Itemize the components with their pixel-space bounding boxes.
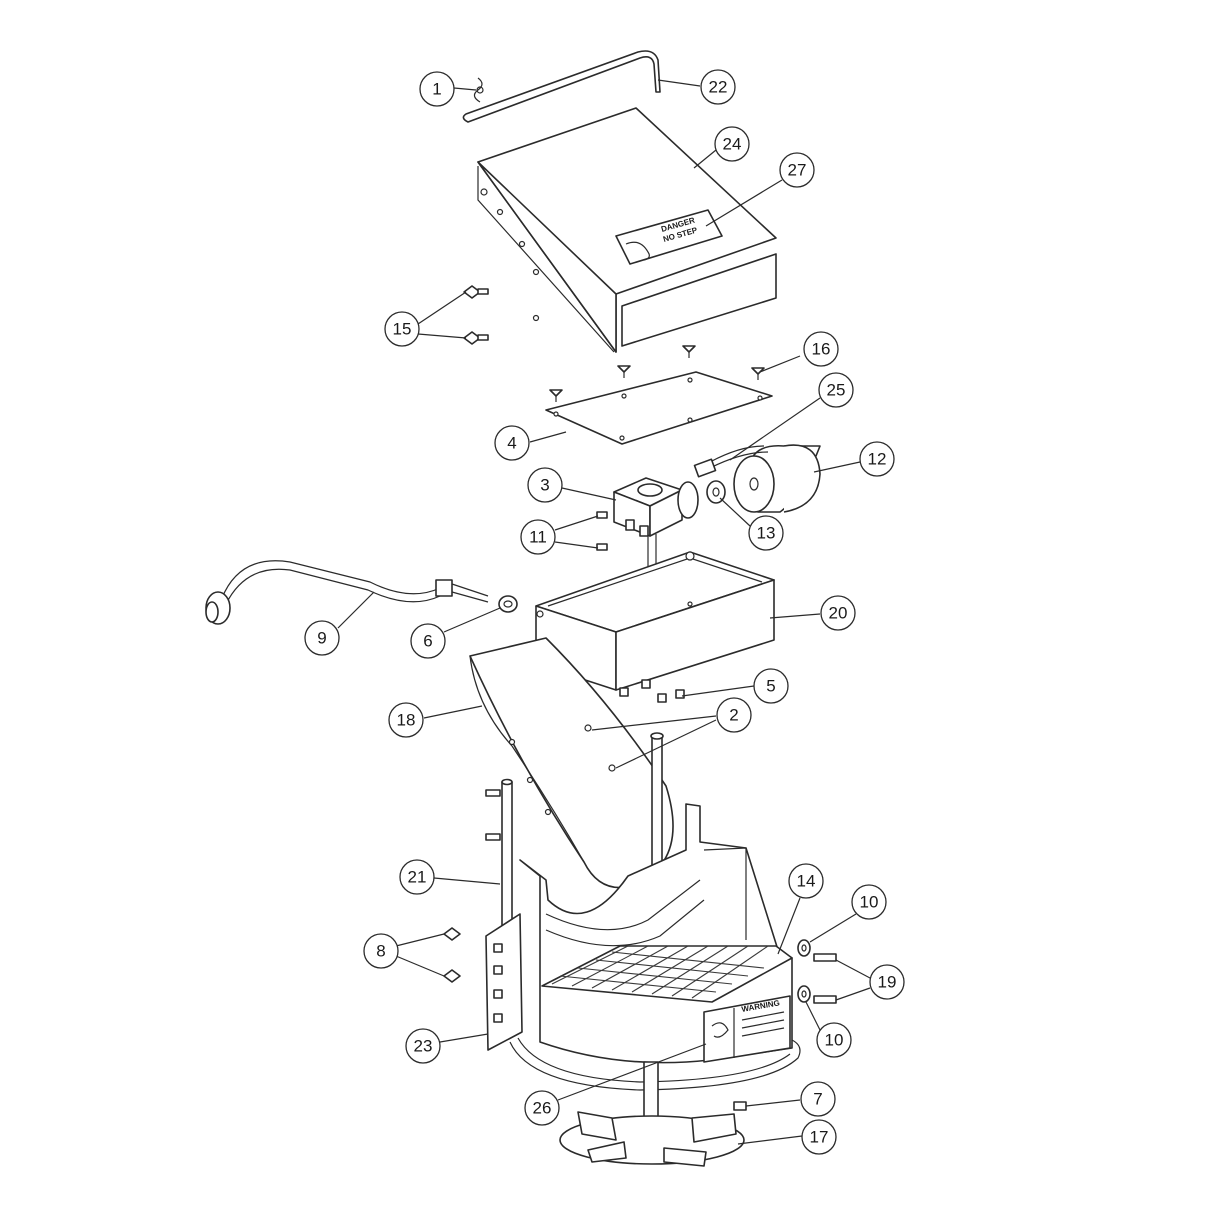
spinner-disc-part bbox=[559, 1111, 745, 1167]
callout-6: 6 bbox=[410, 623, 446, 659]
callout-15-label: 15 bbox=[393, 320, 412, 339]
callout-16: 16 bbox=[803, 331, 839, 367]
callout-22: 22 bbox=[700, 69, 736, 105]
bracket-nuts-part bbox=[443, 927, 461, 983]
callout-13: 13 bbox=[748, 515, 784, 551]
callout-27: 27 bbox=[779, 152, 815, 188]
cable-nut-part bbox=[498, 595, 518, 613]
hood-part bbox=[477, 107, 777, 353]
floor-grate bbox=[551, 945, 769, 999]
coupler-part bbox=[706, 480, 726, 504]
callout-12: 12 bbox=[859, 441, 895, 477]
callout-25: 25 bbox=[818, 372, 854, 408]
callout-14: 14 bbox=[788, 863, 824, 899]
prop-rod-part bbox=[462, 50, 661, 123]
motor-part bbox=[733, 444, 821, 513]
callout-9: 9 bbox=[304, 620, 340, 656]
callout-25-label: 25 bbox=[827, 381, 846, 400]
callout-27-label: 27 bbox=[788, 161, 807, 180]
callout-3: 3 bbox=[527, 467, 563, 503]
leader-lines bbox=[337, 79, 871, 1145]
callout-21-label: 21 bbox=[408, 868, 427, 887]
callout-26: 26 bbox=[524, 1090, 560, 1126]
callout-9-label: 9 bbox=[317, 629, 326, 648]
callout-24-label: 24 bbox=[723, 135, 742, 154]
callout-18: 18 bbox=[388, 702, 424, 738]
callout-13-label: 13 bbox=[757, 524, 776, 543]
callout-2-label: 2 bbox=[729, 706, 738, 725]
control-cable-part bbox=[205, 560, 489, 625]
callout-10-bottom-label: 10 bbox=[825, 1031, 844, 1050]
callout-17: 17 bbox=[801, 1119, 837, 1155]
callout-11: 11 bbox=[520, 519, 556, 555]
callout-1-label: 1 bbox=[432, 80, 441, 99]
callout-23-label: 23 bbox=[414, 1037, 433, 1056]
gearbox-screws-part bbox=[596, 511, 608, 551]
callout-10-top: 10 bbox=[851, 884, 887, 920]
callout-18-label: 18 bbox=[397, 711, 416, 730]
callout-22-label: 22 bbox=[709, 78, 728, 97]
callout-16-label: 16 bbox=[812, 340, 831, 359]
side-bracket-part bbox=[485, 913, 523, 1051]
callout-21: 21 bbox=[399, 859, 435, 895]
callout-20: 20 bbox=[820, 595, 856, 631]
wire-harness-part bbox=[693, 445, 769, 478]
callout-10-top-label: 10 bbox=[860, 893, 879, 912]
callout-19: 19 bbox=[869, 964, 905, 1000]
callout-6-label: 6 bbox=[423, 632, 432, 651]
callout-2: 2 bbox=[716, 697, 752, 733]
callout-7-label: 7 bbox=[813, 1090, 822, 1109]
callout-12-label: 12 bbox=[868, 450, 887, 469]
callout-7: 7 bbox=[800, 1081, 836, 1117]
chute-part bbox=[469, 637, 674, 889]
callout-4-label: 4 bbox=[507, 434, 516, 453]
callout-5: 5 bbox=[753, 668, 789, 704]
cover-plate-part bbox=[545, 371, 773, 445]
hood-bolts-part bbox=[463, 285, 489, 345]
washers-bolts-part bbox=[797, 939, 837, 1004]
callout-19-label: 19 bbox=[878, 973, 897, 992]
base-hopper-part bbox=[519, 803, 793, 1064]
callout-17-label: 17 bbox=[810, 1128, 829, 1147]
callout-3-label: 3 bbox=[540, 476, 549, 495]
callout-24: 24 bbox=[714, 126, 750, 162]
callout-8-label: 8 bbox=[376, 942, 385, 961]
callout-5-label: 5 bbox=[766, 677, 775, 696]
mount-bolts-part bbox=[619, 679, 685, 703]
warning-decal-part: WARNING bbox=[703, 995, 791, 1063]
callout-14-label: 14 bbox=[797, 872, 816, 891]
callout-23: 23 bbox=[405, 1028, 441, 1064]
callout-1: 1 bbox=[419, 71, 455, 107]
callout-20-label: 20 bbox=[829, 604, 848, 623]
callout-8: 8 bbox=[363, 933, 399, 969]
callout-15: 15 bbox=[384, 311, 420, 347]
callouts: 1 22 24 27 15 16 25 4 12 3 13 11 20 9 6 … bbox=[304, 69, 905, 1155]
callout-4: 4 bbox=[494, 425, 530, 461]
callout-10-bottom: 10 bbox=[816, 1022, 852, 1058]
callout-26-label: 26 bbox=[533, 1099, 552, 1118]
no-step-decal-part: DANGER NO STEP bbox=[615, 209, 723, 265]
set-screw-part bbox=[733, 1101, 747, 1111]
pin-clip-part bbox=[473, 77, 484, 103]
callout-11-label: 11 bbox=[529, 528, 547, 547]
